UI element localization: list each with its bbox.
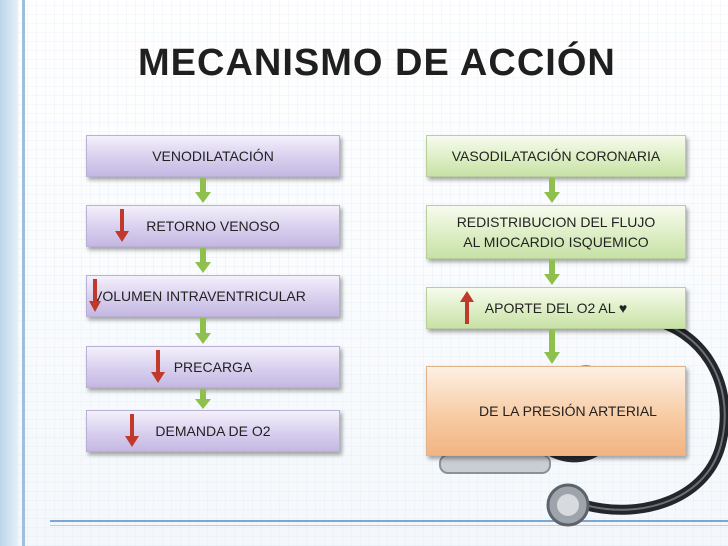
box-label: VASODILATACIÓN CORONARIA [452,146,660,166]
page-title: MECANISMO DE ACCIÓN [138,42,616,85]
box-volumen-intraventricular: VOLUMEN INTRAVENTRICULAR [86,275,340,317]
red-down-arrow-icon [88,279,102,313]
box-label: APORTE DEL O2 AL ♥ [485,298,627,318]
box-label: REDISTRIBUCION DEL FLUJO AL MIOCARDIO IS… [455,212,657,252]
box-vasodilatacion-coronaria: VASODILATACIÓN CORONARIA [426,135,686,177]
box-label: RETORNO VENOSO [146,216,280,236]
green-down-arrow-icon [194,248,212,274]
green-down-arrow-icon [543,330,561,365]
red-down-arrow-icon [150,350,166,384]
green-down-arrow-icon [194,389,212,410]
box-label: VOLUMEN INTRAVENTRICULAR [93,286,306,306]
box-redistribucion-flujo: REDISTRIBUCION DEL FLUJO AL MIOCARDIO IS… [426,205,686,259]
red-down-arrow-icon [124,414,140,448]
green-down-arrow-icon [543,260,561,286]
red-down-arrow-icon [114,209,130,243]
box-label: DEMANDA DE O2 [155,421,270,441]
box-label: VENODILATACIÓN [152,146,274,166]
green-down-arrow-icon [543,178,561,204]
red-up-arrow-icon [459,291,475,325]
green-down-arrow-icon [194,318,212,345]
box-label: PRECARGA [174,357,253,377]
box-venodilatacion: VENODILATACIÓN [86,135,340,177]
box-precarga: PRECARGA [86,346,340,388]
green-down-arrow-icon [194,178,212,204]
box-label: DE LA PRESIÓN ARTERIAL [455,401,657,421]
box-presion-arterial: DE LA PRESIÓN ARTERIAL [426,366,686,456]
